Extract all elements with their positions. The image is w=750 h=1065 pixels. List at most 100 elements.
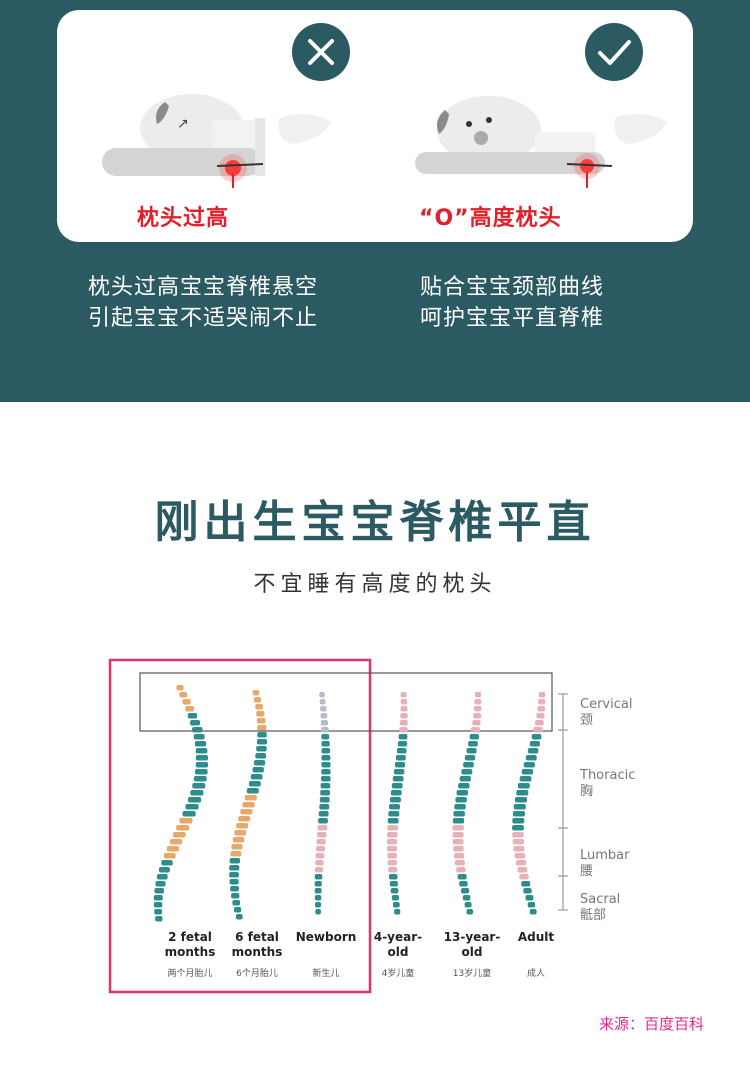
flat-pillow-label: “O”高度枕头 [419,206,562,231]
vertebra [157,874,168,880]
vertebra [182,699,191,705]
stage-en-line: 4-year- [373,930,423,944]
vertebra [256,746,267,752]
vertebra [190,790,204,796]
vertebra [387,846,397,852]
region-en: Lumbar [580,848,630,863]
stage-6-fetal-months: 6 fetal months [212,930,302,960]
cervical-band-box [139,672,553,732]
vertebra [389,804,400,810]
vertebra [519,874,529,880]
comparison-band: ↗ 枕头过高 “O”高度枕头 枕头过高 [0,0,750,402]
vertebra [387,825,398,831]
vertebra [315,853,325,859]
vertebra [232,900,241,906]
vertebra [195,769,208,775]
vertebra [153,902,163,908]
vertebra [192,727,203,733]
stage-cn-label: 6个月胎儿 [236,969,278,979]
vertebra [392,776,404,782]
vertebra [187,713,198,719]
vertebra [252,690,260,696]
vertebra [193,734,205,740]
vertebra [474,706,482,712]
vertebra [457,874,467,880]
vertebra [314,895,322,901]
vertebra [463,762,474,768]
region-en: Cervical [580,697,633,712]
vertebra [153,895,163,901]
stage-2-fetal-months: 2 fetal months [145,930,235,960]
vertebra [513,804,526,810]
stage-cn-label: 成人 [526,969,545,979]
vertebra [466,748,477,754]
vertebra [458,783,470,789]
source-credit: 来源：百度百科 [598,1015,704,1033]
stage-en-line: 13-year- [443,930,501,944]
vertebra [256,739,267,745]
vertebra [188,797,202,803]
vertebra [321,727,329,733]
vertebra [230,886,239,892]
vertebra [321,748,331,754]
caption-line: 呵护宝宝平直脊椎 [420,306,605,331]
vertebra [529,909,537,915]
stage-en-line: Newborn [295,930,357,944]
vertebra [231,844,243,850]
vertebra [387,853,397,859]
vertebra [468,741,478,747]
vertebra [538,699,546,705]
vertebra [255,753,267,759]
stage-en-line: old [461,945,483,959]
vertebra [537,706,546,712]
correct-badge [585,23,643,81]
vertebra [234,830,247,836]
page-subtitle: 不宜睡有高度的枕头 [253,572,497,597]
flat-pillow-caption: 贴合宝宝颈部曲线 呵护宝宝平直脊椎 [420,272,604,334]
vertebra [315,860,324,866]
vertebra [531,734,542,740]
vertebra [248,781,261,787]
spine-diagram [108,658,568,994]
vertebra [161,860,173,866]
vertebra [155,916,163,922]
vertebra [176,685,184,691]
vertebra [452,839,464,845]
vertebra [173,832,186,838]
vertebra [389,881,398,887]
vertebra [321,769,331,775]
vertebra [257,732,267,738]
vertebra [317,825,328,831]
vertebra [246,788,259,794]
vertebra [315,902,321,908]
region-cn: 骶部 [580,908,607,923]
vertebra [320,720,328,726]
vertebra [512,839,524,845]
vertebra [230,851,242,857]
svg-text:↗: ↗ [177,116,189,132]
vertebra [393,769,405,775]
vertebra [512,832,524,838]
high-pillow-label: 枕头过高 [137,206,230,231]
vertebra [229,858,241,864]
vertebra [512,818,525,824]
check-icon [598,40,631,65]
vertebra [254,760,266,766]
vertebra [394,909,401,915]
vertebra [193,776,207,782]
region-cn: 颈 [580,713,594,728]
spine-column [314,692,331,915]
vertebra [538,692,546,698]
region-cn: 腰 [580,864,594,879]
vertebra [452,832,464,838]
wrong-badge [292,23,350,81]
vertebra [536,713,545,719]
region-cervical: Cervical 颈 [580,697,632,729]
spine-column [386,692,408,915]
vertebra [456,790,469,796]
cross-icon [308,39,334,65]
vertebra [319,797,330,803]
stage-4-year-old: 4-year- old [353,930,443,960]
high-pillow-illustration: ↗ [102,94,331,188]
vertebra [397,741,407,747]
